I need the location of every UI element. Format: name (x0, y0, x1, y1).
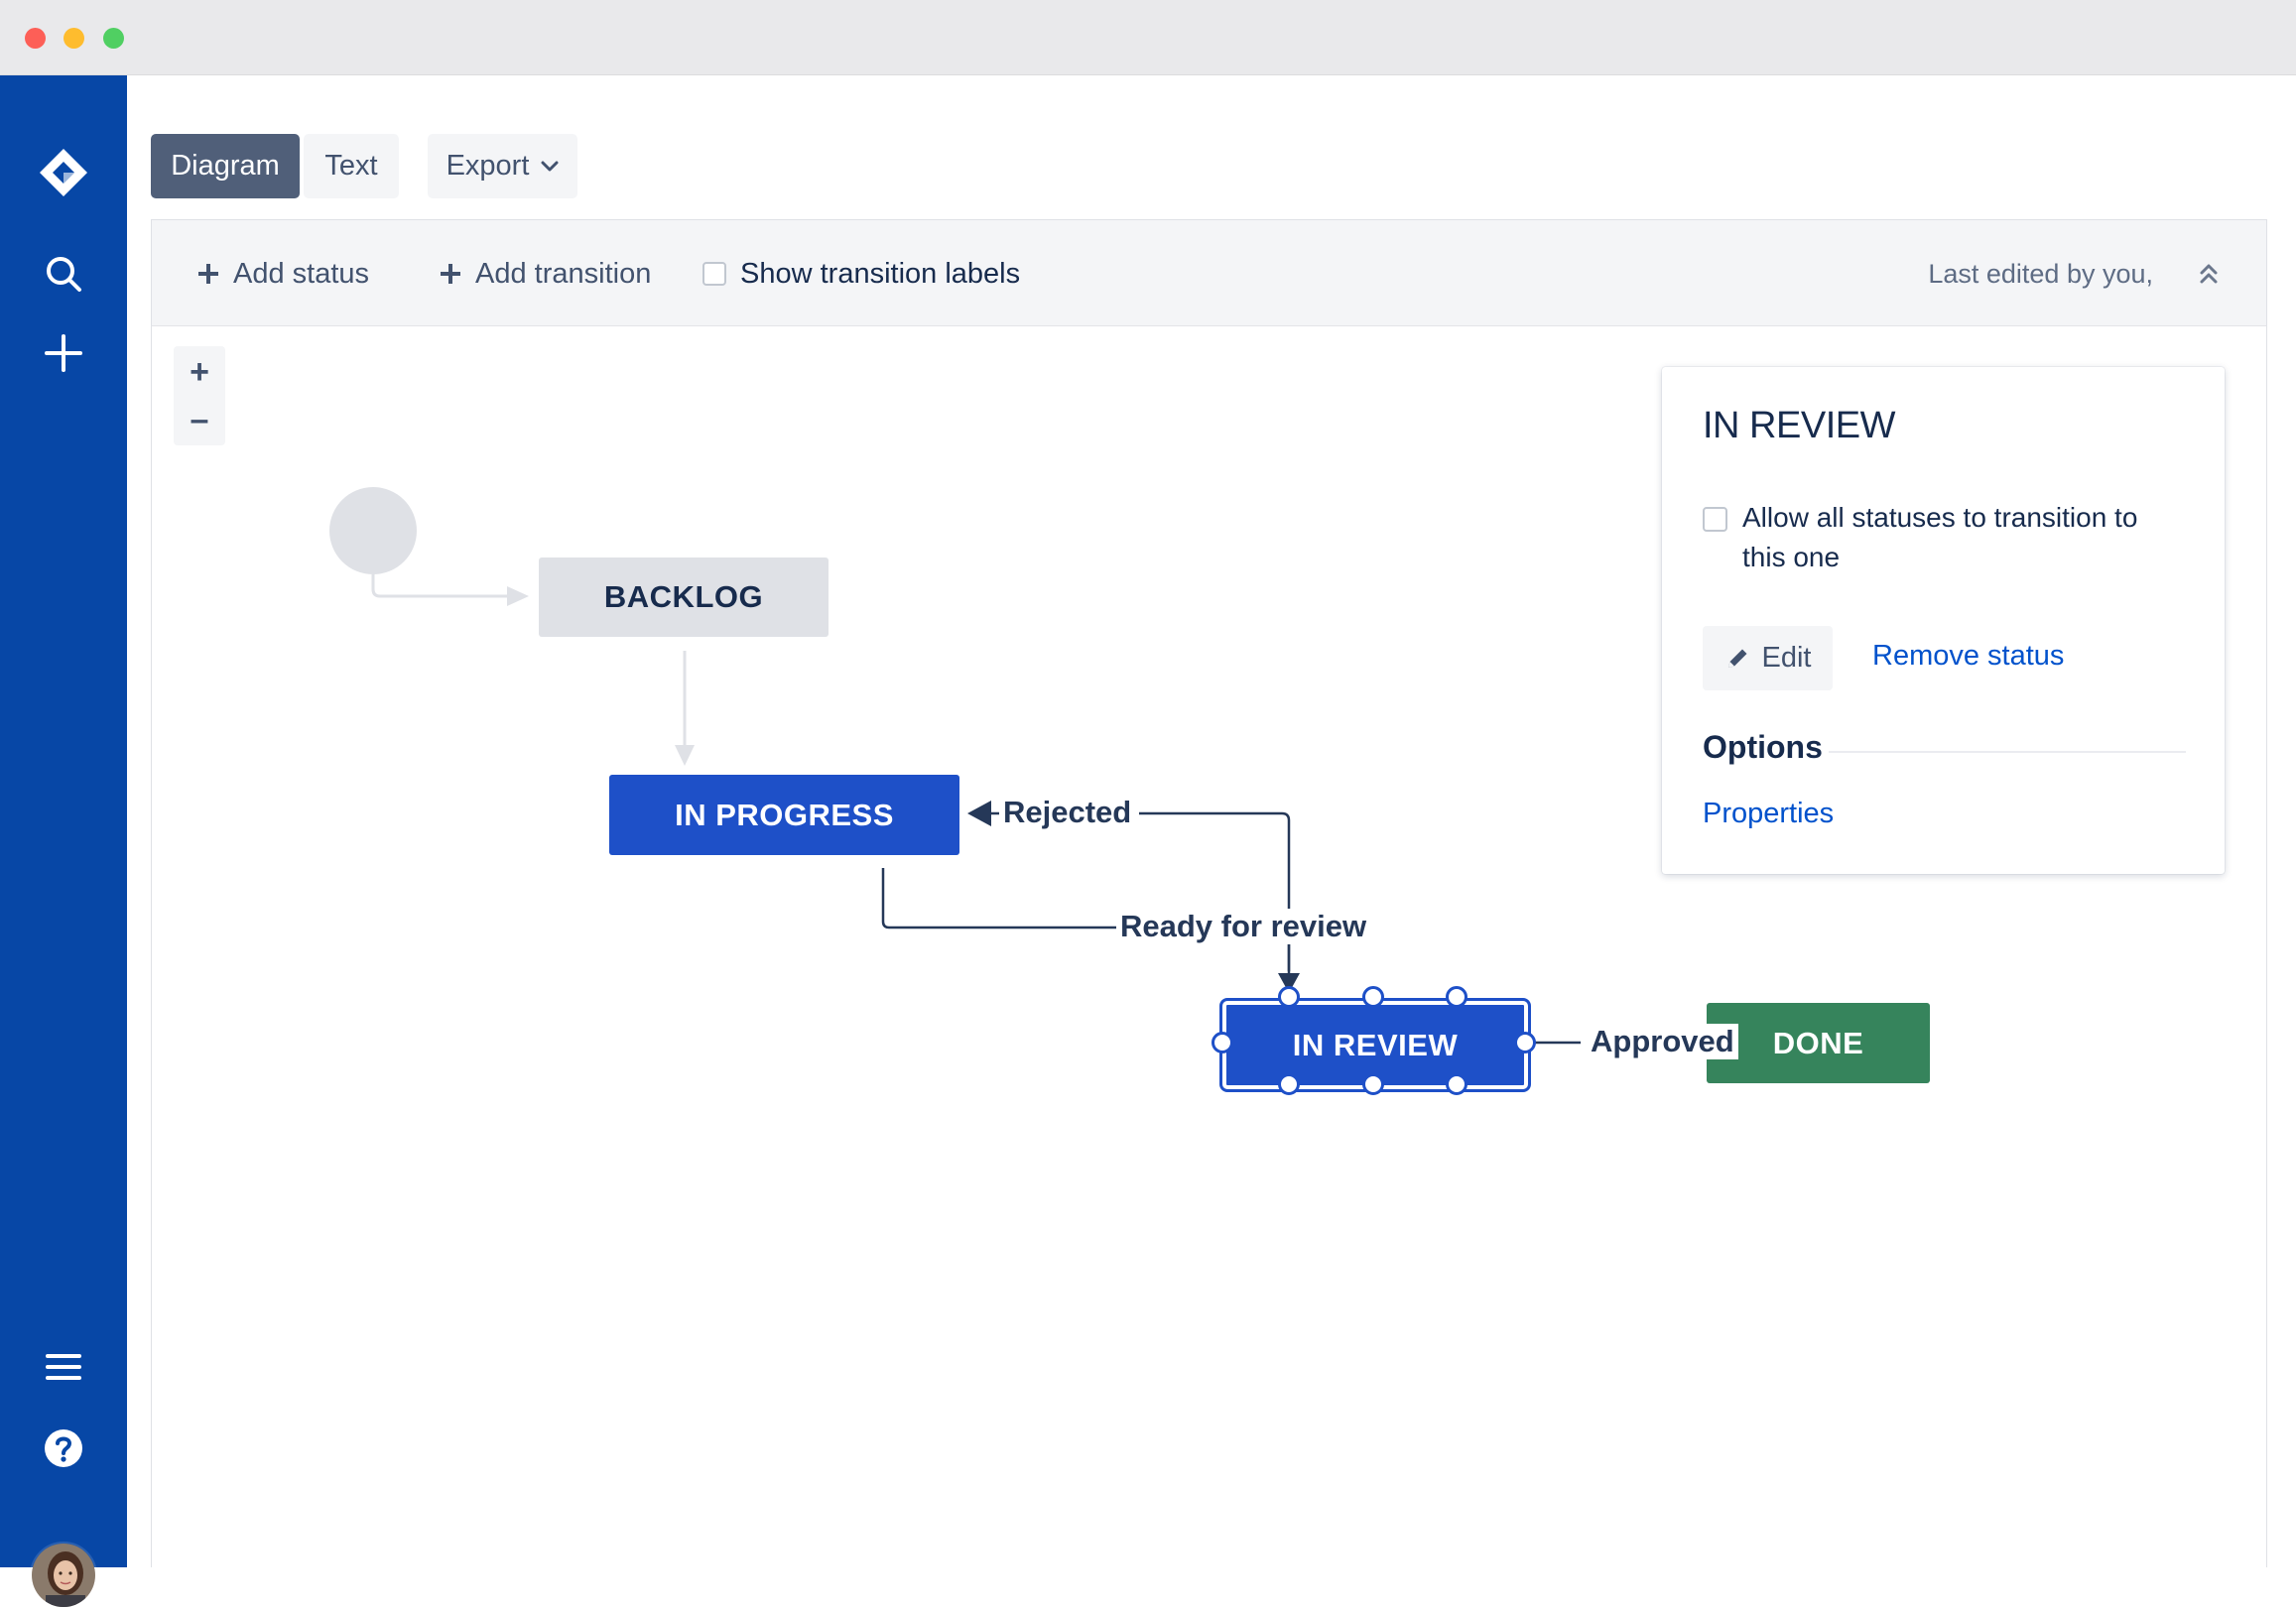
options-divider (1829, 751, 2186, 753)
start-node[interactable] (329, 487, 417, 574)
remove-status-link[interactable]: Remove status (1872, 640, 2065, 672)
zoom-out-button[interactable]: – (190, 400, 209, 438)
connection-handle[interactable] (1278, 986, 1300, 1008)
transition-label-ready-for-review[interactable]: Ready for review (1116, 909, 1371, 944)
add-transition-label: Add transition (475, 257, 652, 290)
export-label: Export (446, 150, 530, 182)
tab-diagram[interactable]: Diagram (151, 134, 300, 198)
connection-handle[interactable] (1446, 1073, 1467, 1095)
transition-label-rejected[interactable]: Rejected (999, 795, 1136, 830)
jira-logo-icon[interactable] (0, 133, 127, 212)
options-heading: Options (1703, 729, 1823, 765)
edit-label: Edit (1761, 642, 1812, 674)
connection-handle[interactable] (1278, 1073, 1300, 1095)
chevron-down-icon (541, 161, 559, 171)
status-backlog[interactable]: BACKLOG (539, 557, 829, 637)
help-icon[interactable] (0, 1419, 127, 1478)
zoom-window-button[interactable] (103, 28, 124, 49)
connection-handle[interactable] (1362, 1073, 1384, 1095)
add-transition-button[interactable]: Add transition (440, 220, 651, 327)
avatar[interactable] (30, 1542, 97, 1609)
allow-all-checkbox[interactable] (1703, 507, 1727, 532)
pencil-icon (1727, 649, 1746, 668)
show-transition-labels-toggle[interactable]: Show transition labels (702, 220, 1020, 327)
zoom-controls: + – (174, 346, 225, 445)
last-edited-text: Last edited by you, (1928, 258, 2153, 289)
transition-lines (371, 574, 1581, 1045)
checkbox-icon[interactable] (702, 262, 726, 286)
connection-handle[interactable] (1362, 986, 1384, 1008)
panel-title: IN REVIEW (1703, 405, 1895, 446)
zoom-in-button[interactable]: + (190, 352, 209, 391)
global-sidebar (0, 75, 127, 1609)
transition-label-approved[interactable]: Approved (1587, 1024, 1738, 1059)
show-transition-labels-label: Show transition labels (740, 257, 1021, 290)
search-icon[interactable] (0, 244, 127, 304)
plus-icon[interactable] (0, 323, 127, 383)
close-window-button[interactable] (25, 28, 46, 49)
window-titlebar (0, 0, 2296, 75)
double-chevron-up-icon[interactable] (2191, 256, 2227, 292)
plus-icon (441, 264, 460, 284)
properties-link[interactable]: Properties (1703, 798, 1835, 829)
minimize-window-button[interactable] (64, 28, 84, 49)
export-dropdown[interactable]: Export (428, 134, 577, 198)
connection-handle[interactable] (1514, 1032, 1536, 1053)
allow-all-label: Allow all statuses to transition to this… (1742, 502, 2138, 572)
status-done[interactable]: DONE (1707, 1003, 1930, 1083)
tab-text[interactable]: Text (304, 134, 399, 198)
connection-handle[interactable] (1446, 986, 1467, 1008)
plus-icon (198, 264, 218, 284)
connection-handle[interactable] (1212, 1032, 1233, 1053)
status-properties-panel: IN REVIEW Allow all statuses to transiti… (1662, 367, 2225, 874)
edit-status-button[interactable]: Edit (1703, 626, 1833, 690)
menu-icon[interactable] (0, 1337, 127, 1397)
add-status-label: Add status (233, 257, 370, 290)
status-in-progress[interactable]: IN PROGRESS (609, 775, 959, 855)
diagram-toolbar: Add status Add transition Show transitio… (151, 219, 2267, 326)
add-status-button[interactable]: Add status (197, 220, 369, 327)
